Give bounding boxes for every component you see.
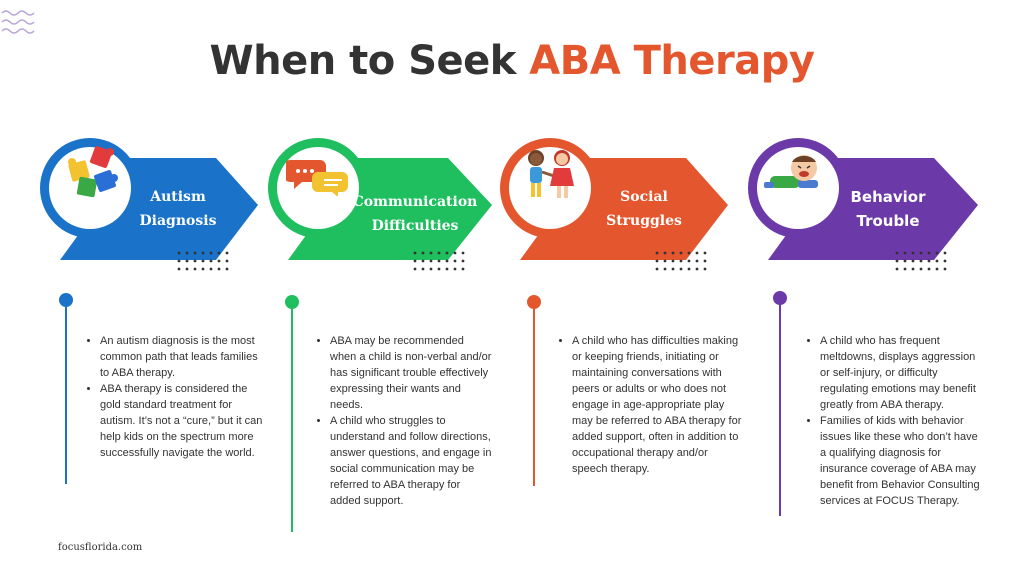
label-line-2: Diagnosis (139, 213, 217, 229)
timeline-1 (59, 293, 73, 484)
footer-website: focusflorida.com (58, 542, 143, 553)
banner-behavior-trouble (748, 128, 983, 268)
bullets-behavior-trouble: A child who has frequent meltdowns, disp… (806, 333, 986, 509)
bullet-item: ABA therapy is considered the gold stand… (100, 381, 266, 461)
bullets-autism-diagnosis: An autism diagnosis is the most common p… (86, 333, 266, 461)
timeline-2 (285, 295, 299, 532)
bullet-item: Families of kids with behavior issues li… (820, 413, 986, 509)
puzzle-icon (68, 146, 118, 198)
bullet-item: An autism diagnosis is the most common p… (100, 333, 266, 381)
label-behavior-trouble: Behavior Trouble (838, 185, 938, 233)
label-line-2: Difficulties (371, 218, 459, 234)
speech-bubbles-icon (286, 160, 348, 196)
wave-decoration-icon (1, 10, 35, 34)
label-line-1: Social (620, 189, 668, 205)
label-line-2: Trouble (856, 212, 920, 230)
dot-grid-3 (654, 250, 710, 274)
dot-grid-4 (894, 250, 950, 274)
label-line-1: Communication (352, 194, 478, 210)
crying-child-icon (764, 155, 818, 188)
dot-grid-1 (176, 250, 232, 274)
label-autism-diagnosis: Autism Diagnosis (128, 185, 228, 233)
label-social-struggles: Social Struggles (594, 185, 694, 233)
label-line-2: Struggles (606, 213, 682, 229)
page-title: When to Seek ABA Therapy (0, 38, 1024, 84)
timeline-3 (527, 295, 541, 486)
children-holding-hands-icon (528, 150, 574, 198)
label-communication-difficulties: Communication Difficulties (352, 190, 478, 238)
label-line-1: Autism (150, 189, 206, 205)
bullet-item: A child who has frequent meltdowns, disp… (820, 333, 986, 413)
timeline-4 (773, 291, 787, 516)
label-line-1: Behavior (850, 188, 926, 206)
bullet-item: A child who has difficulties making or k… (572, 333, 744, 477)
dot-grid-2 (412, 250, 468, 274)
bullets-communication-difficulties: ABA may be recommended when a child is n… (316, 333, 492, 509)
bullet-item: A child who struggles to understand and … (330, 413, 492, 509)
bullets-social-struggles: A child who has difficulties making or k… (558, 333, 744, 477)
bullet-item: ABA may be recommended when a child is n… (330, 333, 492, 413)
title-part-accent: ABA Therapy (529, 38, 815, 84)
title-part-dark: When to Seek (209, 38, 517, 84)
